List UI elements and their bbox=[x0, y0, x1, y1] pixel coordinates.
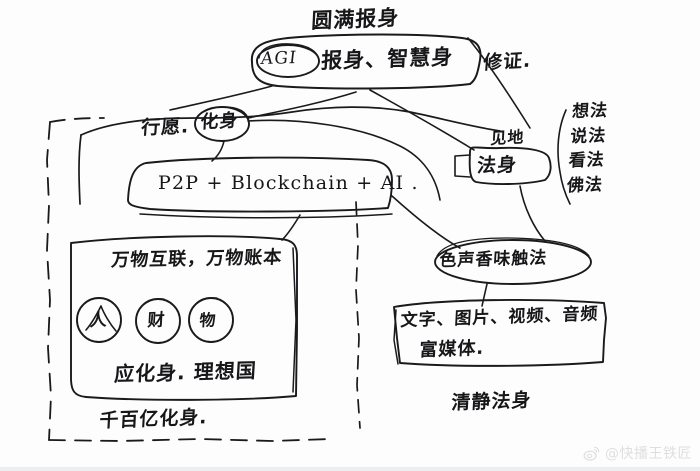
label-circle-ren: 人 bbox=[89, 310, 108, 332]
watermark-handle: @快播王铁匠 bbox=[605, 446, 692, 462]
right-column-item-0: 想法 bbox=[571, 100, 609, 123]
connector-sambhoga-to-fashen bbox=[369, 89, 475, 151]
weibo-logo-icon bbox=[583, 445, 600, 462]
circle-wu-overdraw bbox=[189, 297, 218, 314]
label-dharmakaya: 法身 bbox=[476, 153, 519, 178]
connector-liuchen-to-media bbox=[481, 283, 488, 307]
right-column-item-2: 看法 bbox=[568, 150, 606, 172]
label-liuchen: 色声香味触法 bbox=[438, 248, 548, 272]
label-circle-wu: 物 bbox=[199, 310, 218, 331]
dashed-top-left-corner bbox=[49, 117, 105, 123]
label-jiandi: 见地 bbox=[490, 127, 525, 149]
dharmakaya-box-left-tab bbox=[454, 154, 471, 178]
outer-region-top-edge bbox=[80, 106, 501, 136]
connector-p2p-to-inner bbox=[281, 214, 301, 241]
right-column-list: 想法 说法 看法 佛法 bbox=[566, 99, 609, 199]
p2p-box-outline bbox=[127, 156, 393, 213]
inner-content-box-right-overdraw bbox=[292, 247, 297, 393]
p2p-box-bottom-extra bbox=[139, 213, 393, 219]
label-qianbaiyi-huashen: 千百亿化身. bbox=[98, 406, 209, 433]
label-xingyuan: 行愿. bbox=[140, 115, 191, 140]
connector-agi-down-left bbox=[169, 85, 273, 111]
connector-top-right-diagonal bbox=[467, 37, 531, 129]
liuchen-ellipse bbox=[434, 239, 592, 285]
media-box-left-edge-overdraw bbox=[393, 309, 399, 365]
agi-oval-overdraw bbox=[258, 43, 320, 63]
connector-huashen-right-arc bbox=[247, 119, 441, 201]
circle-ren-inner-stroke bbox=[85, 305, 117, 332]
dashed-left-boundary bbox=[46, 121, 52, 441]
circle-ren bbox=[76, 297, 122, 343]
dashed-bottom-edge bbox=[48, 438, 331, 442]
label-rich-media: 富媒体. bbox=[418, 337, 485, 362]
label-xiuzheng: 修证. bbox=[482, 49, 533, 75]
connector-fashen-down bbox=[519, 185, 546, 242]
label-p2p-blockchain-ai: P2P + Blockchain + AI . bbox=[158, 172, 419, 194]
nirmanakaya-circle-overdraw bbox=[195, 106, 250, 125]
label-sambhogakaya: 报身、智慧身 bbox=[320, 44, 454, 74]
label-agi: AGI bbox=[259, 48, 299, 70]
outer-region-right-dashed bbox=[355, 201, 361, 429]
bottom-divider-bar bbox=[0, 467, 700, 471]
inner-content-box bbox=[70, 235, 298, 401]
circle-cai-overdraw bbox=[136, 298, 165, 315]
label-qingjing-fashen: 清静法身 bbox=[450, 389, 532, 415]
label-title-perfect-sambhogakaya: 圆满报身 bbox=[310, 5, 400, 34]
connector-sambhoga-to-huashen bbox=[247, 91, 357, 119]
sambhogakaya-box-outline bbox=[250, 33, 482, 90]
label-circle-cai: 财 bbox=[146, 310, 166, 332]
media-box bbox=[393, 298, 607, 367]
connector-p2p-to-liuchen bbox=[391, 195, 461, 249]
right-column-item-3: 佛法 bbox=[566, 174, 604, 197]
label-yinghuashen-lixiangguo: 应化身. 理想国 bbox=[113, 358, 258, 387]
outer-region-left-edge bbox=[78, 134, 82, 205]
dharmakaya-box bbox=[468, 146, 552, 185]
watermark: @快播王铁匠 bbox=[583, 443, 692, 463]
right-column-item-1: 说法 bbox=[569, 125, 608, 147]
connector-right-column-bracket bbox=[557, 109, 571, 205]
liuchen-ellipse-overdraw bbox=[436, 237, 590, 257]
connector-huashen-to-p2p bbox=[211, 140, 225, 162]
label-nirmanakaya-circle: 化身 bbox=[199, 110, 239, 134]
label-wanwu-hulian: 万物互联，万物账本 bbox=[110, 247, 283, 272]
